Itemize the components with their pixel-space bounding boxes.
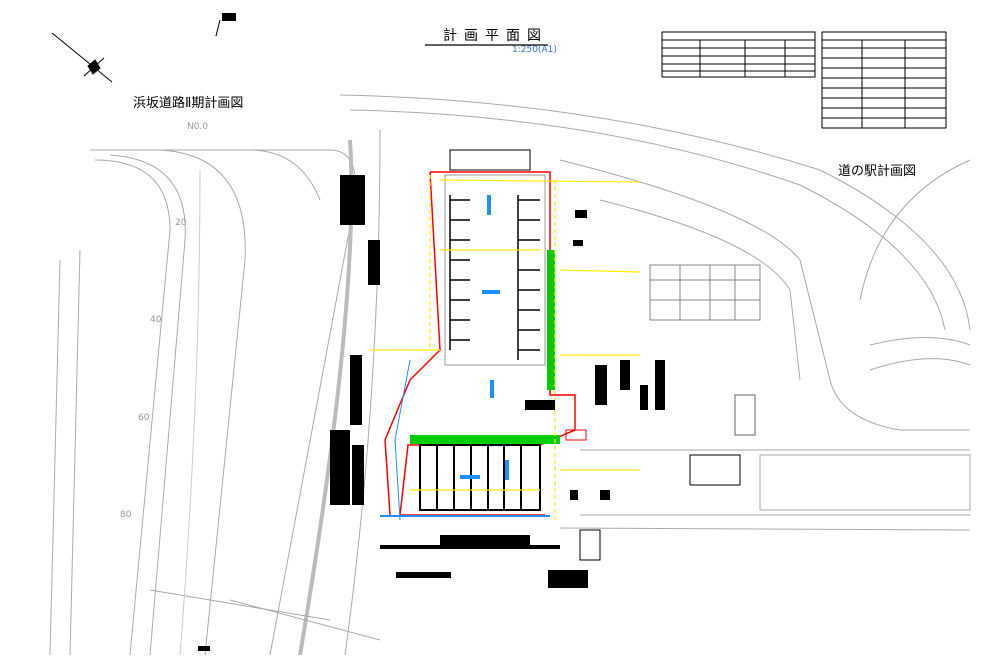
north-arrow-icon	[51, 32, 113, 83]
station-label: 60	[138, 413, 150, 423]
drawing-title: 計画平面図	[443, 28, 548, 44]
station-label: 40	[150, 315, 162, 325]
building-bays	[419, 444, 541, 511]
station-label: 80	[120, 510, 132, 520]
data-table-2	[821, 31, 947, 129]
green-strip	[547, 250, 555, 390]
green-strip	[410, 435, 560, 444]
parking-grid	[649, 264, 761, 321]
parking-stalls	[449, 195, 540, 360]
data-table-1	[661, 31, 816, 78]
road-alignment	[49, 94, 971, 656]
site-plan	[370, 171, 641, 521]
yellow-lines	[370, 175, 641, 520]
station-label: N0.0	[187, 122, 209, 132]
station-label: 20	[175, 218, 187, 228]
road-plan-label: 浜坂道路Ⅱ期計画図	[133, 96, 244, 111]
legend-mark	[222, 13, 236, 21]
drawing-scale: 1:250(A1)	[512, 45, 557, 55]
annotation-blocks	[198, 149, 665, 651]
station-plan-label: 道の駅計画図	[838, 164, 917, 179]
building-outline	[689, 454, 741, 486]
facility-block	[759, 454, 971, 511]
blue-marks	[380, 195, 550, 517]
